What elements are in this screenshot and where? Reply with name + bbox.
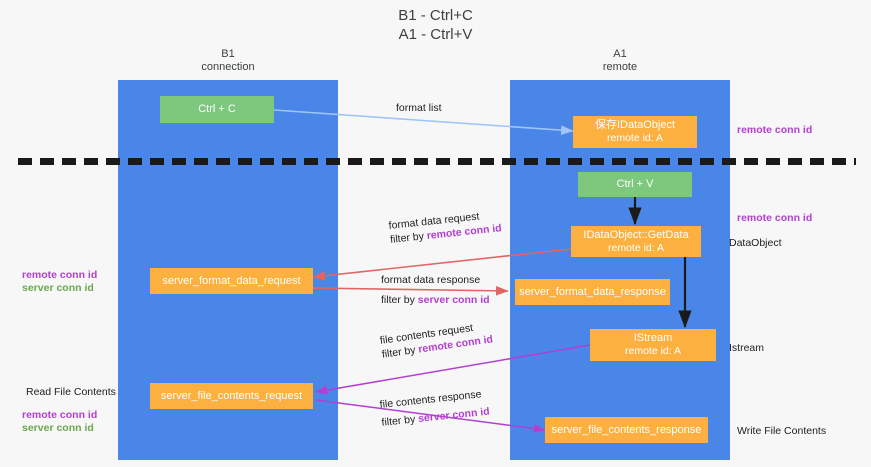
node-server-format-data-request[interactable]: server_format_data_request xyxy=(150,268,313,294)
note-left-server-conn-id-2: server conn id xyxy=(22,422,94,434)
node-idataobject-getdata-line2: remote id: A xyxy=(607,241,665,254)
node-server-file-contents-response[interactable]: server_file_contents_response xyxy=(545,417,708,443)
node-save-idataobject[interactable]: 保存IDataObject remote id: A xyxy=(573,116,697,148)
note-left-read-file-contents: Read File Contents xyxy=(26,386,116,398)
node-save-idataobject-line1: 保存IDataObject xyxy=(594,119,676,131)
node-ctrl-v-line1: Ctrl + V xyxy=(616,178,654,190)
node-server-file-contents-response-label: server_file_contents_response xyxy=(551,423,702,436)
note-right-remote-conn-id-1: remote conn id xyxy=(737,124,813,136)
node-idataobject-getdata-line1: IDataObject::GetData xyxy=(583,228,689,241)
highlight-server-conn-id: server conn id xyxy=(417,294,490,306)
node-ctrl-c-line1: Ctrl + C xyxy=(198,103,236,115)
note-left-remote-conn-id-2: remote conn id xyxy=(22,409,98,421)
node-server-format-data-response[interactable]: server_format_data_response xyxy=(515,279,670,305)
edge-label-file-contents-request: file contents request filter by remote c… xyxy=(379,318,494,361)
node-server-file-contents-request-label: server_file_contents_request xyxy=(160,389,303,402)
node-ctrl-c[interactable]: Ctrl + C xyxy=(160,96,274,123)
node-server-file-contents-request[interactable]: server_file_contents_request xyxy=(150,383,313,409)
column-header-b1: B1 connection xyxy=(201,48,255,73)
edge-label-file-contents-response: file contents response filter by server … xyxy=(379,387,490,430)
edge-label-format-list: format list xyxy=(396,101,442,115)
column-header-a1: A1 remote xyxy=(602,48,638,73)
edge-label-format-data-response: format data response filter by server co… xyxy=(381,273,490,307)
node-istream[interactable]: IStream remote id: A xyxy=(590,329,716,361)
node-istream-line2: remote id: A xyxy=(624,345,682,357)
highlight-server-conn-id-2: server conn id xyxy=(417,405,491,425)
edge-label-format-list-line1: format list xyxy=(396,102,442,114)
node-ctrl-v[interactable]: Ctrl + V xyxy=(578,172,692,197)
page-title: B1 - Ctrl+C A1 - Ctrl+V xyxy=(398,7,473,43)
edge-label-format-data-request: format data request filter by remote con… xyxy=(388,207,502,247)
node-idataobject-getdata[interactable]: IDataObject::GetData remote id: A xyxy=(571,226,701,257)
note-left-server-conn-id-1: server conn id xyxy=(22,282,94,294)
phase-separator xyxy=(18,158,856,165)
note-left-remote-conn-id-1: remote conn id xyxy=(22,269,98,281)
note-right-write-file-contents: Write File Contents xyxy=(737,425,827,437)
node-save-idataobject-line2: remote id: A xyxy=(606,132,664,144)
node-server-format-data-response-label: server_format_data_response xyxy=(519,285,666,298)
edge-label-format-data-response-line1: format data response xyxy=(381,274,481,286)
edge-label-format-data-response-line2: filter by server conn id xyxy=(381,294,490,306)
note-right-dataobject: DataObject xyxy=(729,237,782,249)
note-right-remote-conn-id-2: remote conn id xyxy=(737,212,813,224)
node-istream-line1: IStream xyxy=(633,332,673,344)
node-server-format-data-request-label: server_format_data_request xyxy=(162,274,301,287)
note-right-istream: Istream xyxy=(729,342,765,354)
